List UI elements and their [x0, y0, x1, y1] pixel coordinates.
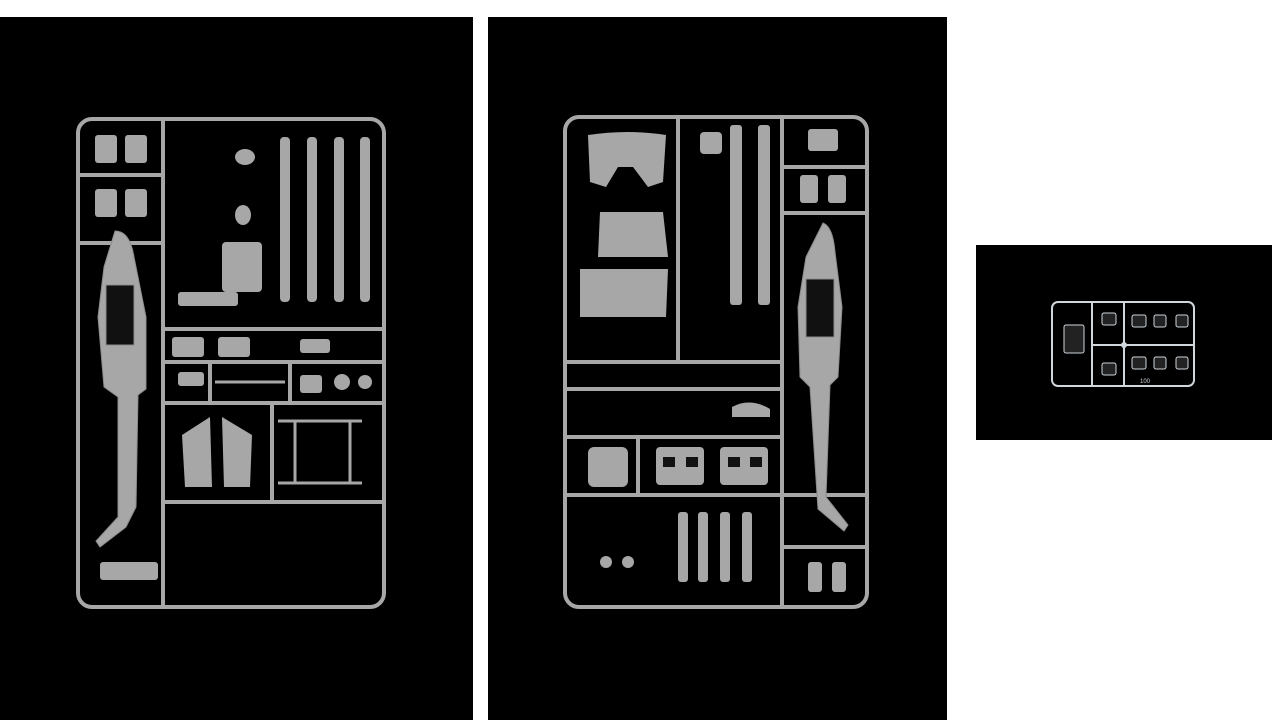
sprue-frame-1-drawing	[76, 117, 386, 609]
sprue-photo-2	[488, 17, 947, 720]
sprue-photo-1	[0, 17, 473, 720]
sprue-frame-2-drawing	[563, 115, 869, 609]
clear-sprue-drawing: 100	[1051, 301, 1195, 387]
sprue-photo-3: 100	[976, 245, 1272, 440]
sprue-number-label: 100	[1140, 379, 1151, 385]
